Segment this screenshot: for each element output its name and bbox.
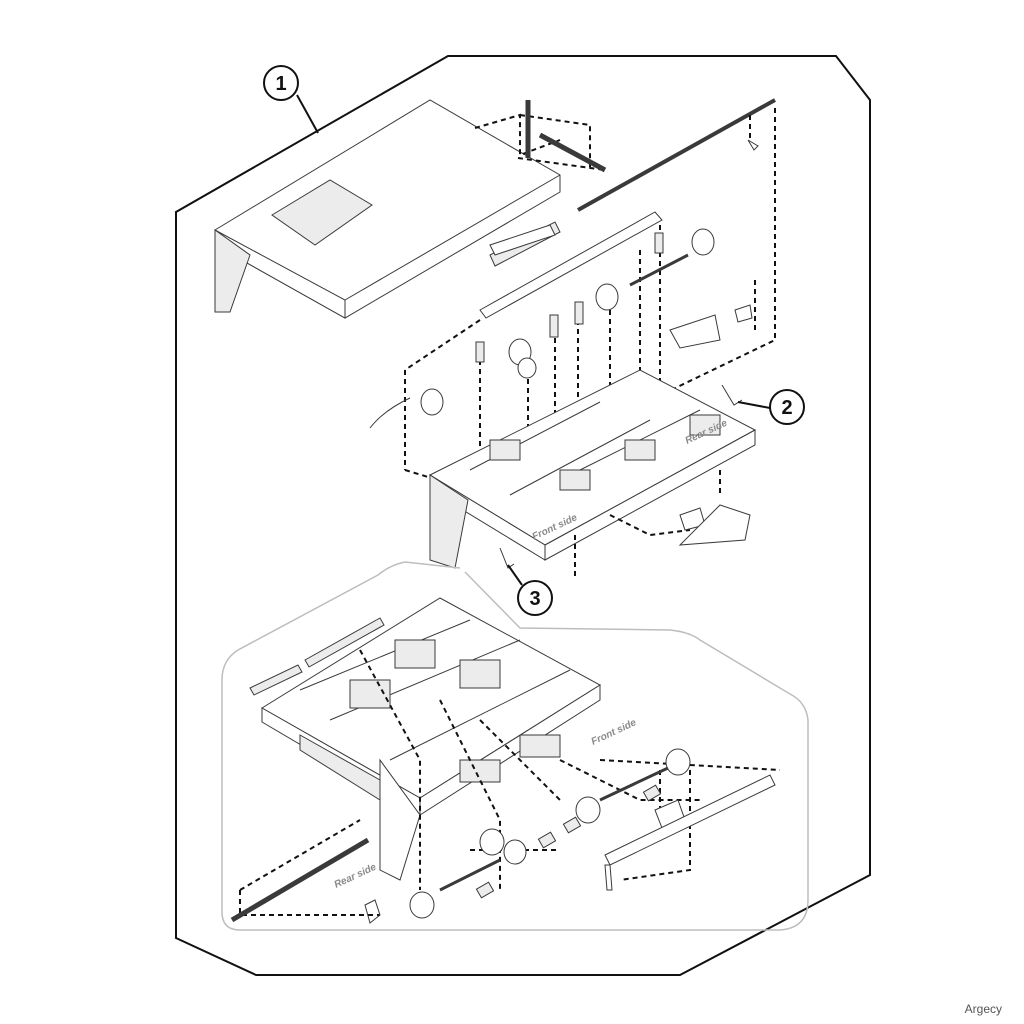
top-cover-part — [214, 99, 561, 319]
front-side-label-lower: Front side — [590, 717, 639, 748]
callout-1-label: 1 — [275, 73, 286, 95]
callout-3: 3 — [499, 547, 553, 616]
callout-2-label: 2 — [781, 397, 792, 419]
watermark-text: Argecy — [964, 1002, 1002, 1016]
upper-guides — [474, 98, 776, 406]
diagram-frame — [175, 55, 871, 976]
callout-1: 1 — [263, 65, 319, 134]
lower-inset: Front side Rear side — [221, 561, 809, 931]
upper-tray-frame: Rear side Front side — [428, 369, 757, 580]
rear-side-label-lower: Rear side — [333, 862, 379, 891]
callout-3-label: 3 — [529, 588, 540, 610]
callout-2: 2 — [721, 384, 805, 425]
upper-bracket-parts — [369, 211, 756, 505]
